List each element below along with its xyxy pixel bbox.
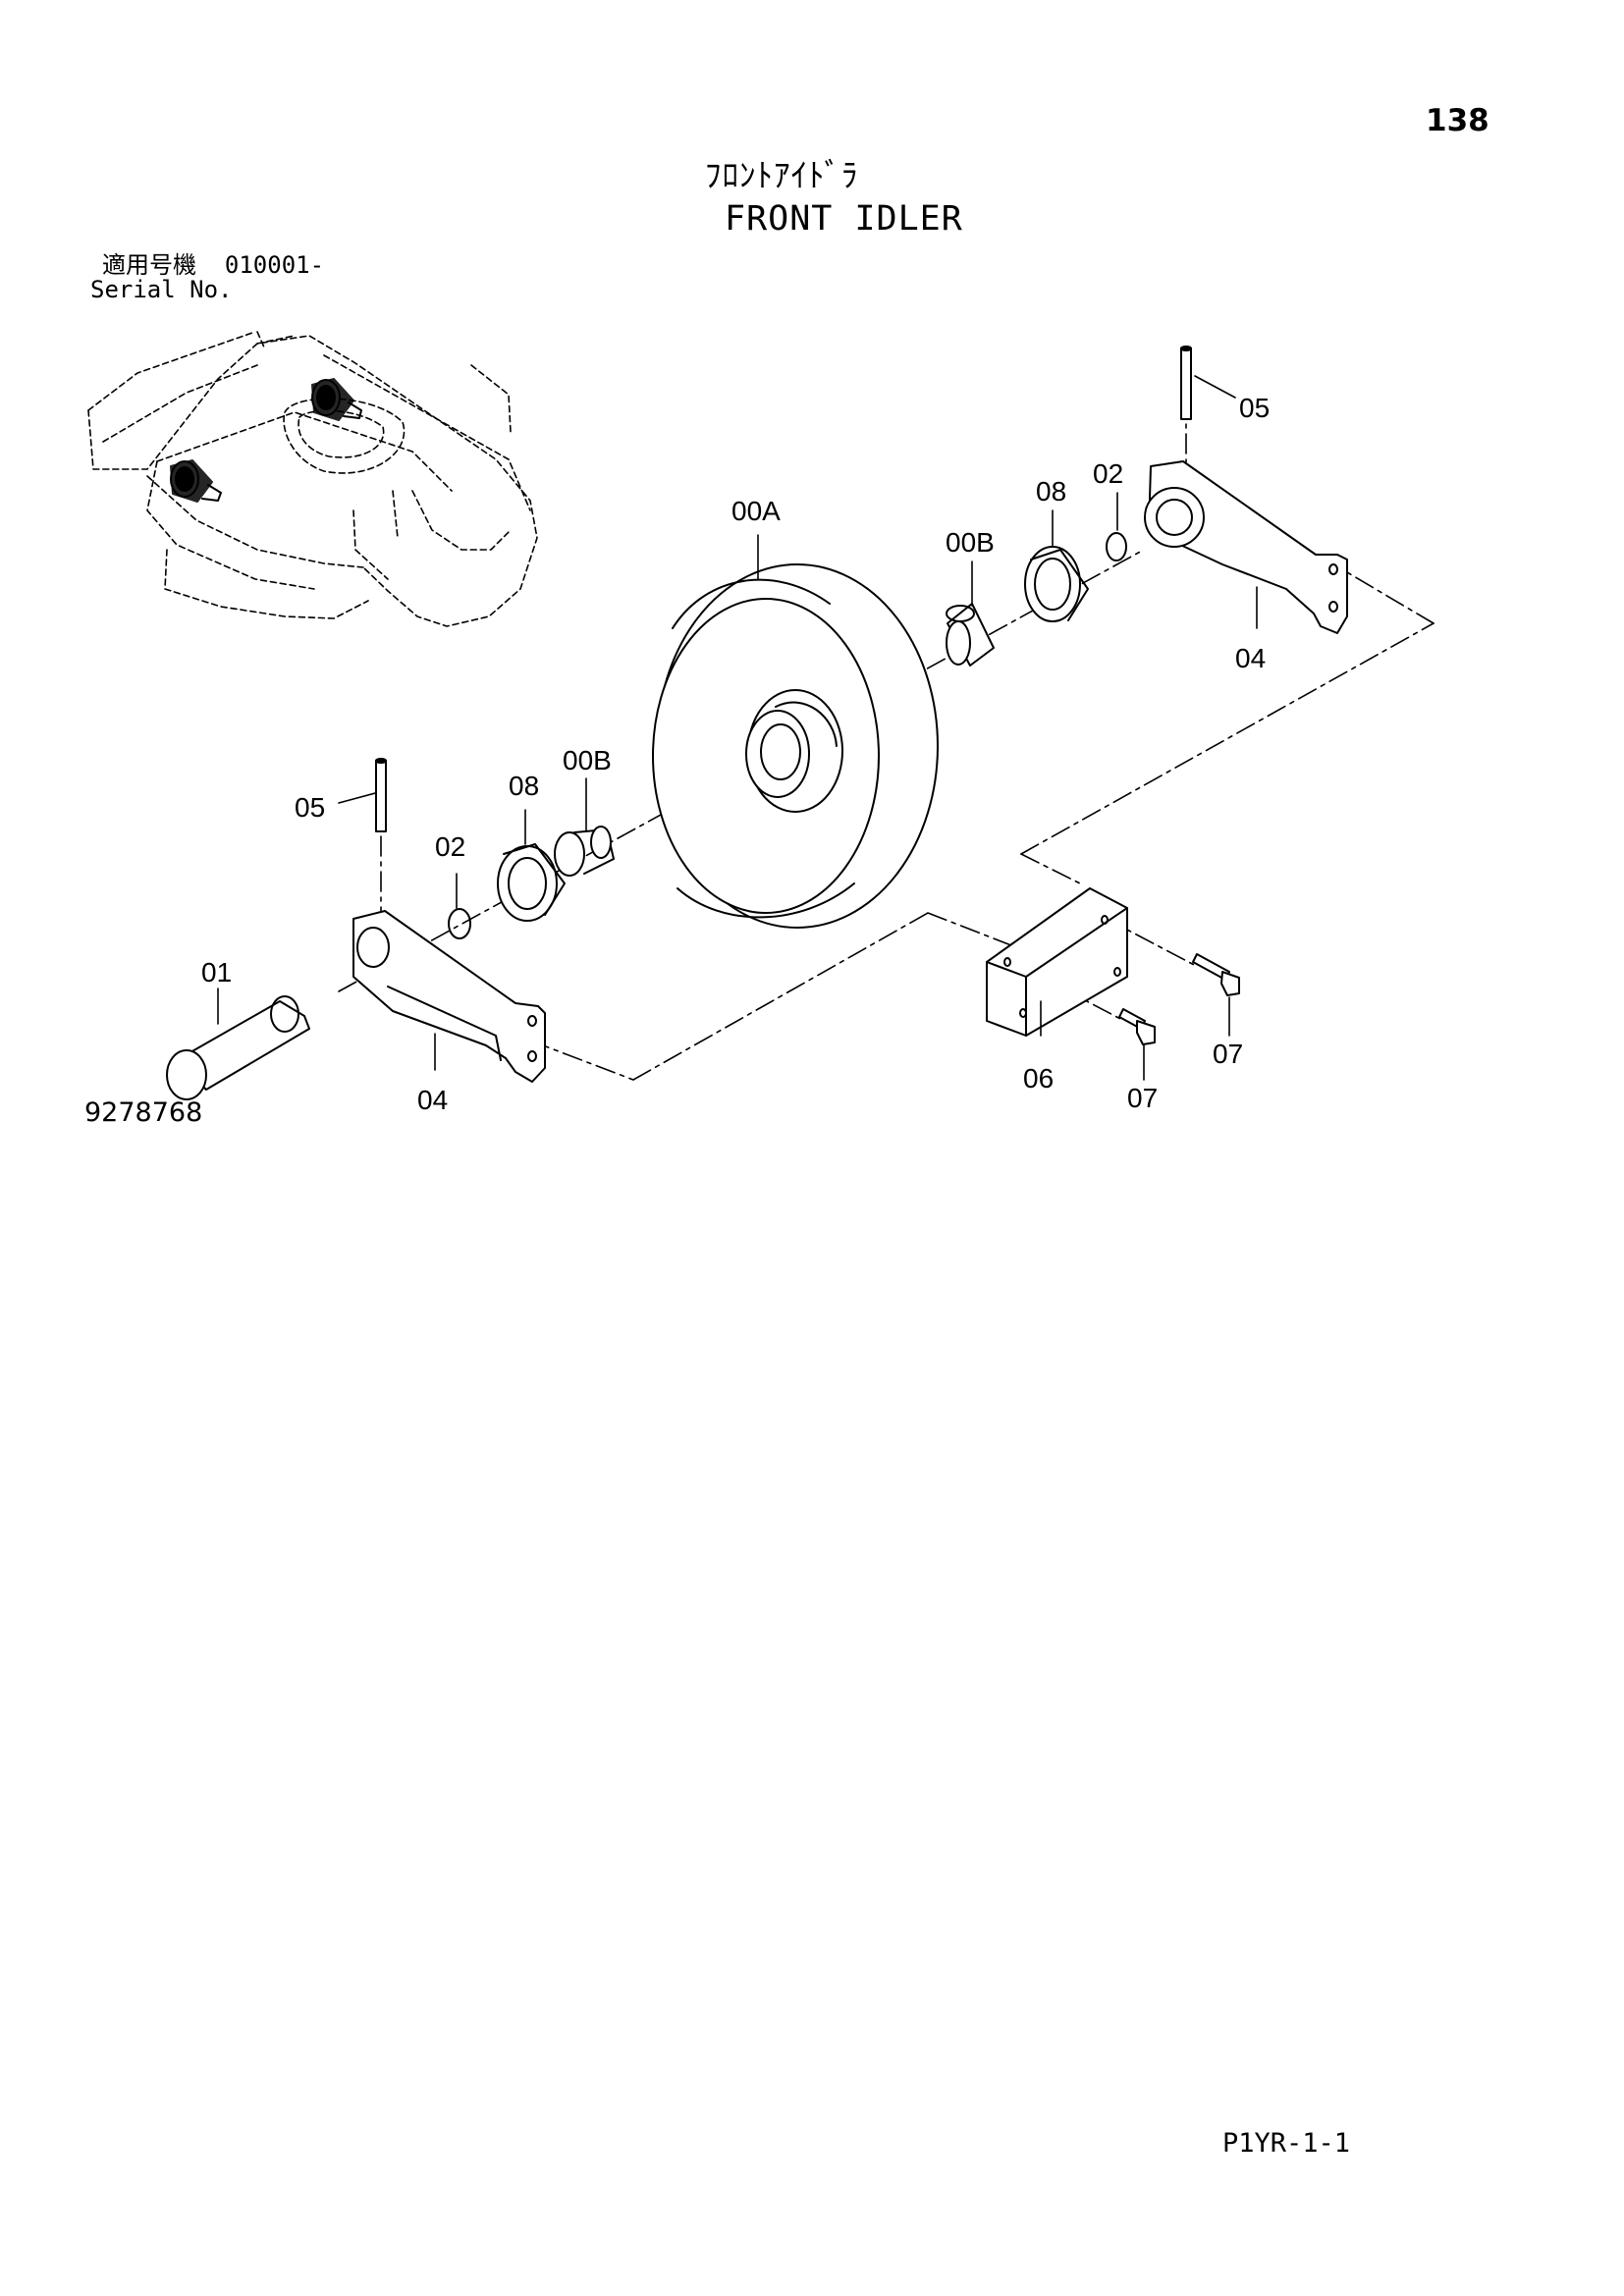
o-ring-left xyxy=(448,908,471,939)
callout-06: 06 xyxy=(1023,1063,1054,1094)
callout-04-left: 04 xyxy=(417,1085,448,1115)
seal-left xyxy=(497,843,566,922)
undercarriage-inset xyxy=(87,331,538,627)
callout-01: 01 xyxy=(201,957,232,988)
inset-idler-top xyxy=(311,378,362,421)
callout-04-right: 04 xyxy=(1235,643,1266,673)
pin-left xyxy=(375,758,387,832)
callout-00B-left: 00B xyxy=(563,745,612,775)
callout-02-left: 02 xyxy=(435,831,465,862)
callout-08-left: 08 xyxy=(509,771,539,801)
callout-05-left: 05 xyxy=(295,792,325,823)
bolt-lower xyxy=(1118,1008,1156,1045)
callout-00A: 00A xyxy=(731,496,781,526)
page-number: 138 xyxy=(1426,103,1489,138)
page-title: FRONT IDLER xyxy=(725,199,963,239)
serial-label-japanese: 適用号機 010001- xyxy=(102,253,324,277)
inset-idler-bottom xyxy=(170,459,222,503)
leader-lines xyxy=(217,375,1258,1081)
sheet-code: P1YR-1-1 xyxy=(1222,2128,1351,2159)
bushing-upper xyxy=(946,603,995,667)
title-japanese: ﾌﾛﾝﾄｱｲﾄﾞﾗ xyxy=(705,156,859,194)
callout-labels: 05 02 08 00B 00A 04 05 08 00B 02 01 04 0… xyxy=(201,393,1270,1115)
callout-05-top: 05 xyxy=(1239,393,1270,423)
serial-value: 010001- xyxy=(224,251,325,279)
o-ring-upper xyxy=(1106,532,1127,561)
seal-upper xyxy=(1024,546,1089,622)
drawing-number: 9278768 xyxy=(84,1097,203,1128)
idler-wheel xyxy=(652,563,939,929)
pin-upper xyxy=(1180,346,1192,420)
serial-label-jp-text: 適用号機 xyxy=(102,251,196,279)
bushing-left xyxy=(554,826,615,877)
callout-08-top: 08 xyxy=(1036,476,1066,507)
callout-07-right: 07 xyxy=(1213,1039,1243,1069)
plate xyxy=(986,887,1128,1037)
bracket-upper xyxy=(1144,460,1348,634)
shaft xyxy=(166,995,310,1100)
bracket-left xyxy=(352,910,546,1083)
bolt-right xyxy=(1192,953,1240,996)
callout-07-lower: 07 xyxy=(1127,1083,1158,1113)
serial-label-english: Serial No. xyxy=(90,276,233,303)
callout-00B-top: 00B xyxy=(946,527,995,558)
callout-02-top: 02 xyxy=(1093,458,1123,489)
